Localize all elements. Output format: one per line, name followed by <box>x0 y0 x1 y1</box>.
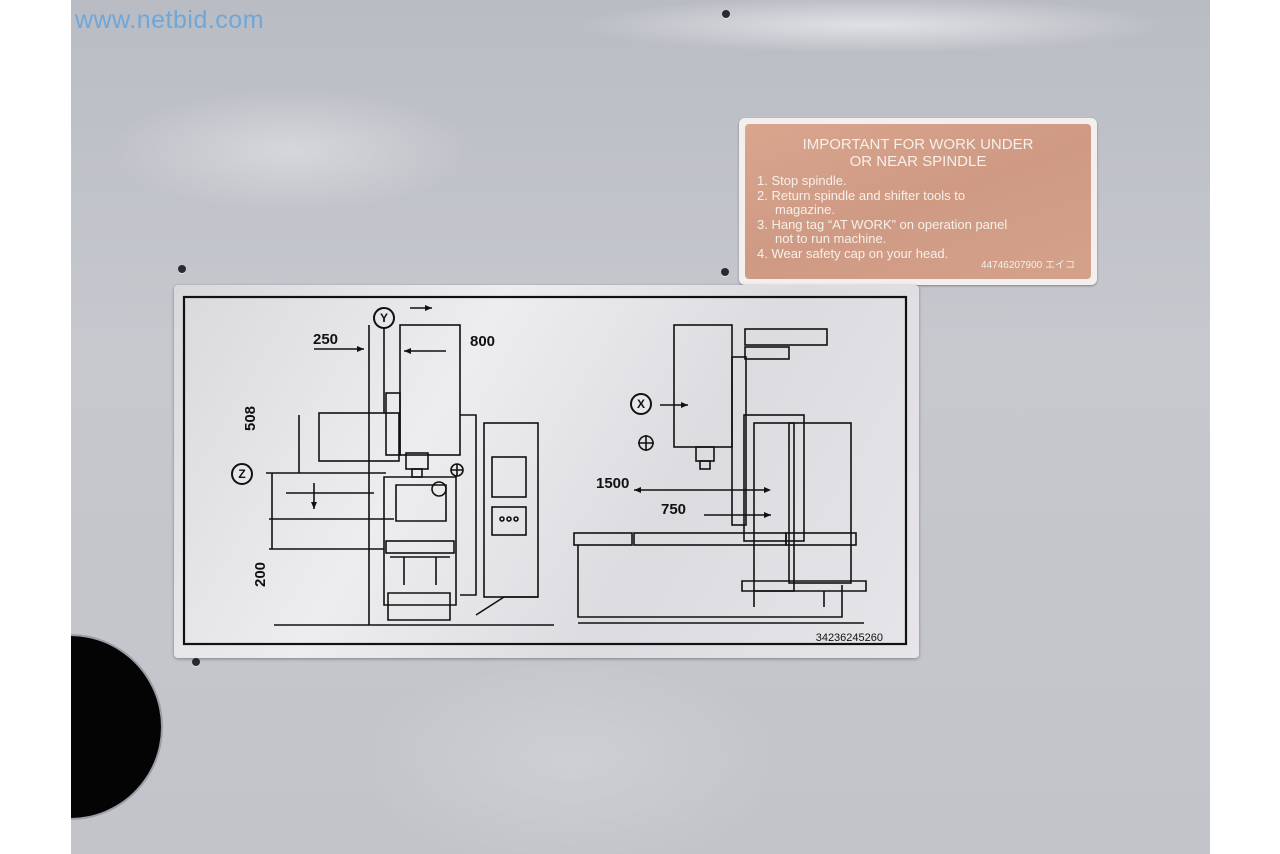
panel-hole <box>71 636 161 818</box>
dimension-800: 800 <box>470 333 496 350</box>
warning-title-line2: OR NEAR SPINDLE <box>849 153 987 170</box>
warning-title: IMPORTANT FOR WORK UNDER OR NEAR SPINDLE <box>745 136 1091 170</box>
warning-item: 3. Hang tag “AT WORK” on operation panel <box>757 216 1008 232</box>
axis-z-badge: Z <box>231 463 253 485</box>
warning-item: not to run machine. <box>775 231 887 246</box>
dimension-508: 508 <box>242 405 259 431</box>
screw <box>192 658 200 666</box>
screw <box>721 268 729 276</box>
dimension-1500: 1500 <box>596 475 630 492</box>
axis-y-badge: Y <box>373 307 395 329</box>
warning-item: 2. Return spindle and shifter tools to <box>757 187 966 203</box>
screw <box>178 265 186 273</box>
machine-panel-photo: www.netbid.com IMPORTANT FOR WORK UNDER … <box>71 0 1210 854</box>
stroke-diagram-plate: Y Z X 250 800 508 200 1500 750 342362452… <box>174 285 919 658</box>
warning-plate: IMPORTANT FOR WORK UNDER OR NEAR SPINDLE… <box>739 118 1097 285</box>
dimension-250: 250 <box>313 331 339 348</box>
warning-item: magazine. <box>775 202 835 217</box>
diagram-plate-code: 34236245260 <box>815 632 883 644</box>
warning-item: 4. Wear safety cap on your head. <box>757 245 949 261</box>
dimension-200: 200 <box>252 561 269 587</box>
warning-title-line1: IMPORTANT FOR WORK UNDER <box>802 136 1034 153</box>
watermark: www.netbid.com <box>75 6 265 34</box>
warning-plate-face: IMPORTANT FOR WORK UNDER OR NEAR SPINDLE… <box>745 124 1091 279</box>
axis-x-badge: X <box>630 393 652 415</box>
warning-code: 44746207900 エイコ <box>981 259 1075 271</box>
warning-item: 1. Stop spindle. <box>757 173 847 188</box>
dimension-750: 750 <box>661 501 687 518</box>
screw <box>722 10 730 18</box>
machine-diagram <box>182 295 908 646</box>
warning-list: 1. Stop spindle. 2. Return spindle and s… <box>757 173 1008 261</box>
